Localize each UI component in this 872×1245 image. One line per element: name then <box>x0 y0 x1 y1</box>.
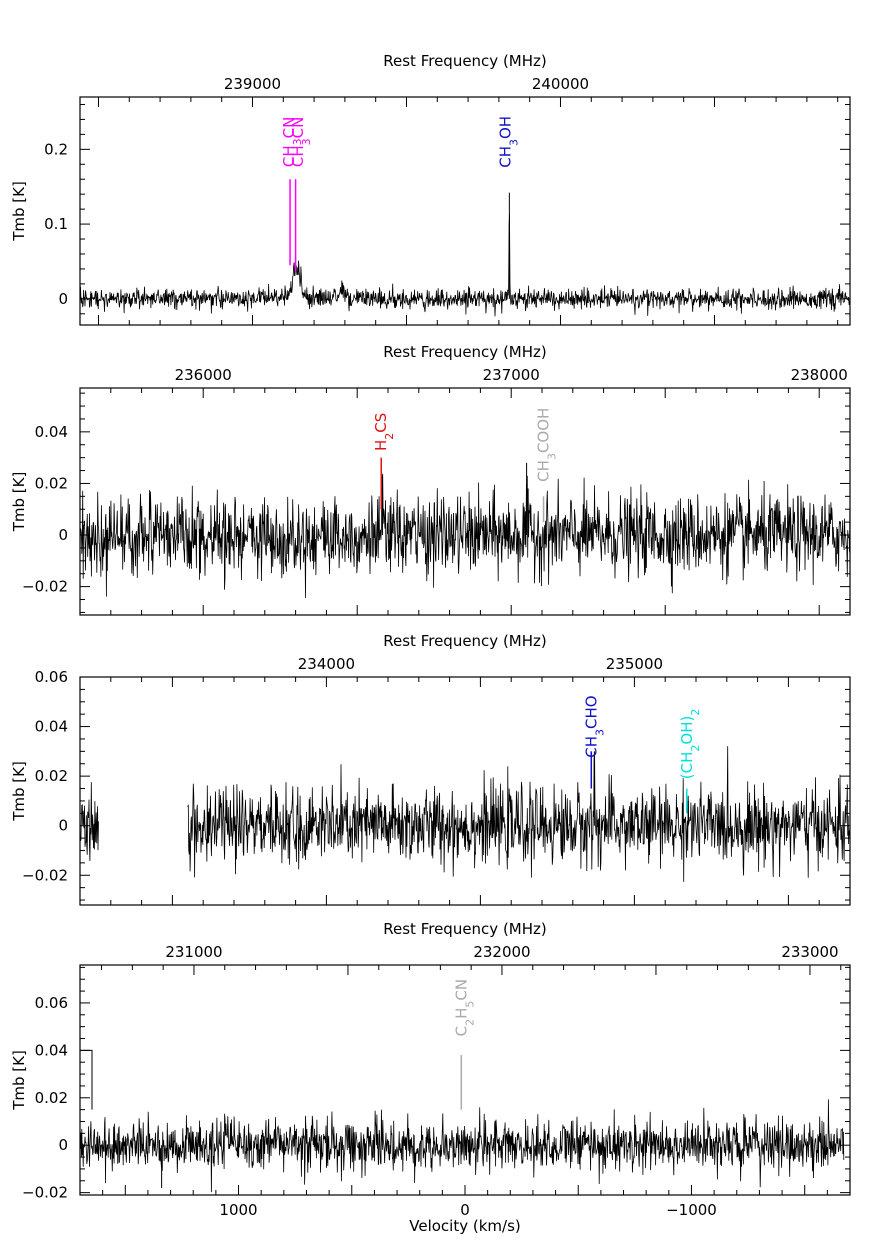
edge-marker <box>80 1049 93 1110</box>
top-tick-label: 231000 <box>165 943 222 961</box>
spectrum-panel-2: 236000 237000 238000 Rest Frequency (MHz) −0… <box>10 343 851 616</box>
bottom-axis-label: Velocity (km/s) <box>409 1217 520 1235</box>
molecule-label: (CH2OH)2 <box>678 709 702 780</box>
y-tick-label: 0.02 <box>35 474 68 492</box>
y-tick-label: 0 <box>58 817 68 835</box>
molecule-label: CH3CN <box>280 117 304 167</box>
y-tick-label: 0.04 <box>35 718 68 736</box>
y-tick-label: −0.02 <box>22 578 68 596</box>
top-tick-label: 234000 <box>298 655 355 673</box>
bottom-tick-label: −1000 <box>666 1201 717 1219</box>
y-tick-label: 0 <box>58 290 68 308</box>
molecule-label: CH3OH <box>497 116 521 168</box>
y-tick-label: 0.1 <box>44 215 68 233</box>
y-axis-label: Tmb [K] <box>10 181 28 242</box>
spectrum-trace <box>79 473 851 599</box>
top-tick-label: 237000 <box>483 366 540 384</box>
top-tick-label: 232000 <box>473 943 530 961</box>
y-axis-label: Tmb [K] <box>10 761 28 822</box>
top-tick-label: 236000 <box>175 366 232 384</box>
y-tick-label: 0.06 <box>35 994 68 1012</box>
molecule-label: H2CS <box>372 413 396 451</box>
molecule-label: CH3CN <box>289 117 313 167</box>
top-axis-label: Rest Frequency (MHz) <box>383 343 547 361</box>
top-tick-label: 238000 <box>791 366 848 384</box>
plot-frame <box>79 387 851 616</box>
y-axis-label: Tmb [K] <box>10 472 28 533</box>
spectrum-trace <box>79 1099 845 1193</box>
molecule-label: CH3COOH <box>535 408 559 482</box>
top-axis-label: Rest Frequency (MHz) <box>383 632 547 650</box>
spectrum-trace <box>79 214 851 317</box>
spectrum-trace <box>79 782 99 862</box>
y-tick-label: 0.02 <box>35 1089 68 1107</box>
y-tick-label: −0.02 <box>22 1184 68 1202</box>
molecule-label: C2H5CN <box>452 979 476 1036</box>
top-axis-label: Rest Frequency (MHz) <box>383 920 547 938</box>
y-tick-label: 0 <box>58 1136 68 1154</box>
top-tick-label: 233000 <box>781 943 838 961</box>
y-tick-label: −0.02 <box>22 866 68 884</box>
y-tick-label: 0 <box>58 526 68 544</box>
spectrum-panel-3: 234000 235000 Rest Frequency (MHz) −0.02 0 0.… <box>10 632 851 906</box>
top-tick-label: 239000 <box>224 75 281 93</box>
molecule-label: CH3CHO <box>582 695 606 757</box>
plot-frame <box>79 676 851 906</box>
top-tick-label: 235000 <box>606 655 663 673</box>
bottom-tick-label: 0 <box>460 1201 470 1219</box>
spectrum-trace <box>187 746 851 882</box>
y-tick-label: 0.06 <box>35 668 68 686</box>
y-tick-label: 0.2 <box>44 140 68 158</box>
spectrum-panel-4: 231000 232000 233000 Rest Frequency (MHz) 10… <box>10 920 851 1235</box>
bottom-tick-label: 1000 <box>219 1201 257 1219</box>
y-tick-label: 0.02 <box>35 767 68 785</box>
spectrum-panel-1: 239000 240000 Rest Frequency (MHz) 0 0.1 0.2T… <box>10 52 851 326</box>
y-tick-label: 0.04 <box>35 1041 68 1059</box>
top-tick-label: 240000 <box>532 75 589 93</box>
plot-frame <box>79 96 851 326</box>
y-tick-label: 0.04 <box>35 423 68 441</box>
top-axis-label: Rest Frequency (MHz) <box>383 52 547 70</box>
y-axis-label: Tmb [K] <box>10 1050 28 1111</box>
